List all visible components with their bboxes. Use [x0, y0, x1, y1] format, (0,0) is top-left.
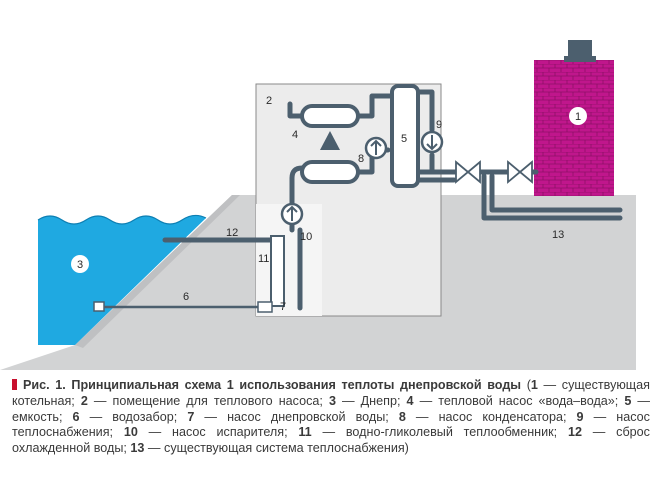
- caption-item-number: 1: [530, 378, 538, 392]
- heat-pump-evaporator: [300, 160, 360, 184]
- label-7: 7: [280, 301, 286, 313]
- pump-heating-icon: [420, 130, 444, 154]
- label-8: 8: [358, 153, 364, 165]
- label-9: 9: [436, 119, 442, 131]
- caption-item-text: — помещение для теплового насоса;: [87, 393, 329, 408]
- caption-item-number: 2: [80, 393, 88, 408]
- valve-icon: [455, 160, 533, 184]
- pump-condenser-icon: [364, 136, 388, 160]
- caption-item-text: — водно-гликолевый теплообменник;: [311, 425, 568, 440]
- caption-item-text: — насос днепровской воды;: [194, 409, 399, 424]
- caption-title: Рис. 1. Принципиальная схема 1 использов…: [23, 378, 522, 392]
- heat-pump-scheme-diagram: 1 2 3 4 5 6 7 8 9 10 11 12 13: [0, 40, 636, 370]
- caption-item-number: 7: [187, 409, 195, 424]
- label-1: 1: [575, 111, 581, 123]
- caption-item-number: 8: [398, 409, 406, 424]
- shore-bank: [75, 195, 240, 348]
- caption-item-number: 4: [406, 393, 414, 408]
- caption-item-number: 13: [130, 441, 145, 456]
- caption-items: 1 — существующая котельная; 2 — помещени…: [12, 378, 650, 455]
- caption-item-number: 6: [72, 409, 80, 424]
- caption-item-text: — тепловой насос «вода–вода»;: [413, 393, 625, 408]
- compressor-icon: [320, 131, 340, 150]
- figure-caption: Рис. 1. Принципиальная схема 1 использов…: [12, 378, 650, 457]
- caption-marker: [12, 379, 17, 390]
- label-13: 13: [552, 229, 564, 241]
- water-intake-head: [93, 301, 105, 312]
- caption-item-text: — насос конденсатора;: [405, 409, 577, 424]
- chimney-top: [564, 56, 596, 62]
- label-1-badge: [569, 107, 587, 125]
- storage-tank: [390, 84, 420, 188]
- heat-pump-condenser: [300, 104, 360, 128]
- caption-item-number: 10: [123, 425, 138, 440]
- caption-item-text: — насос испарителя;: [137, 425, 299, 440]
- caption-item-text: — емкость;: [12, 393, 651, 424]
- caption-item-text: — водозабор;: [79, 409, 188, 424]
- label-3-badge: [71, 255, 89, 273]
- caption-item-number: 5: [624, 393, 632, 408]
- boiler-house: [534, 60, 614, 196]
- pump-river-water-icon: [257, 301, 273, 313]
- label-5: 5: [401, 133, 407, 145]
- pump-evaporator-icon: [280, 202, 304, 226]
- label-4: 4: [292, 129, 298, 141]
- caption-item-text: — существующая котельная;: [12, 378, 650, 408]
- caption-item-text: — насос теплоснабжения;: [12, 409, 650, 440]
- label-3: 3: [77, 259, 83, 271]
- pipes: [98, 89, 623, 311]
- caption-item-text: — сброс охлажденной воды;: [12, 425, 650, 456]
- label-2: 2: [266, 95, 272, 107]
- label-10: 10: [300, 231, 312, 243]
- river-wave-line: [37, 214, 207, 225]
- caption-open: (: [521, 378, 531, 392]
- label-12: 12: [226, 227, 238, 239]
- caption-item-number: 12: [567, 425, 582, 440]
- caption-item-text: — Днепр;: [335, 393, 407, 408]
- caption-item-number: 3: [328, 393, 336, 408]
- river-dnepr: [38, 215, 206, 345]
- caption-item-number: 9: [576, 409, 584, 424]
- caption-item-number: 11: [298, 425, 312, 440]
- label-11: 11: [258, 253, 269, 265]
- glycol-heat-exchanger: [270, 235, 285, 307]
- caption-item-text: — существующая система теплоснабжения): [144, 441, 409, 456]
- label-6: 6: [183, 291, 189, 303]
